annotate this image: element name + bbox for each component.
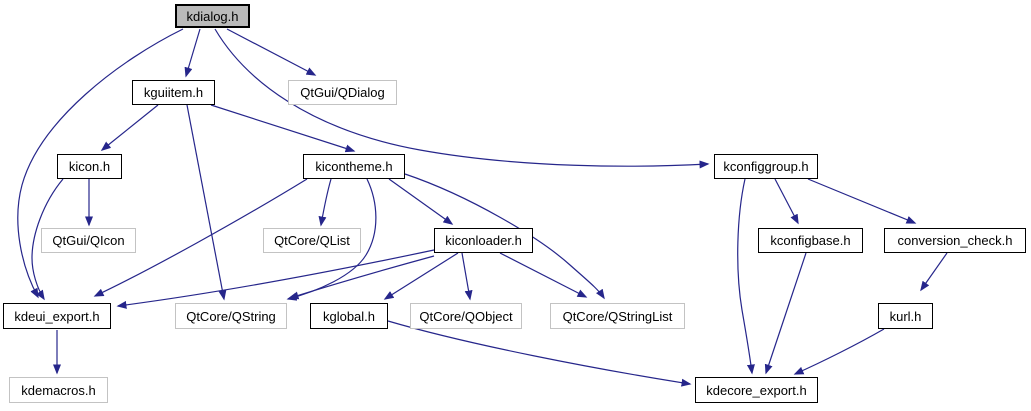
node-qtcore-qstringlist: QtCore/QStringList [550,303,685,329]
node-qtcore-qstring: QtCore/QString [175,303,287,329]
edge-kglobal-kdecore-export [387,320,692,387]
node-kconfigbase-h[interactable]: kconfigbase.h [758,228,863,253]
edge-kdialog-kconfiggroup [214,28,710,169]
node-qtcore-qobject: QtCore/QObject [410,303,522,329]
edge-kconfiggroup-kdecore-export [737,178,755,375]
node-kicon-h[interactable]: kicon.h [57,154,122,179]
edge-kiconloader-kdeui-export [116,249,435,309]
node-kdecore-export-h[interactable]: kdecore_export.h [695,377,818,403]
node-kdeui-export-h[interactable]: kdeui_export.h [3,303,111,329]
node-qtcore-qlist: QtCore/QList [263,228,361,253]
edge-kiconloader-qobject [461,252,473,301]
edge-kdialog-kdeui-export [17,28,184,299]
edge-kicontheme-kiconloader [388,178,454,225]
node-kurl-h[interactable]: kurl.h [878,303,933,329]
edge-kiconloader-kglobal [383,252,459,300]
node-kguiitem-h[interactable]: kguiitem.h [132,80,215,105]
edge-kiconloader-qstringlist [499,252,588,298]
edge-kconfiggroup-kconfigbase [774,178,799,225]
edge-kconfigbase-kdecore-export [764,252,807,375]
edge-kguiitem-qstring [186,104,227,301]
edge-kguiitem-kicon [100,104,159,151]
edge-conversion-check-kurl [920,252,948,292]
edge-kiconloader-qstring [288,255,435,300]
edge-kurl-kdecore-export [793,328,885,375]
edge-kicon-kdeui-export [31,178,64,301]
edge-kconfiggroup-conversion-check [807,178,917,224]
edge-kicontheme-qlist [318,178,332,227]
edge-kicontheme-qstringlist [404,173,605,300]
node-kiconloader-h[interactable]: kiconloader.h [434,228,533,253]
edge-kguiitem-kicontheme [210,104,356,153]
edge-kicontheme-kdeui-export [93,178,308,297]
node-qtgui-qicon: QtGui/QIcon [41,228,136,253]
node-conversion-check-h[interactable]: conversion_check.h [884,228,1026,253]
node-kdialog-h[interactable]: kdialog.h [175,4,250,28]
edge-kdialog-qdialog [226,28,317,76]
node-kicontheme-h[interactable]: kicontheme.h [303,154,405,179]
node-qtgui-qdialog: QtGui/QDialog [288,80,397,105]
node-kdemacros-h: kdemacros.h [9,377,108,403]
edge-kdialog-kguiitem [184,28,201,78]
node-kglobal-h[interactable]: kglobal.h [310,303,388,329]
node-kconfiggroup-h[interactable]: kconfiggroup.h [714,154,818,179]
